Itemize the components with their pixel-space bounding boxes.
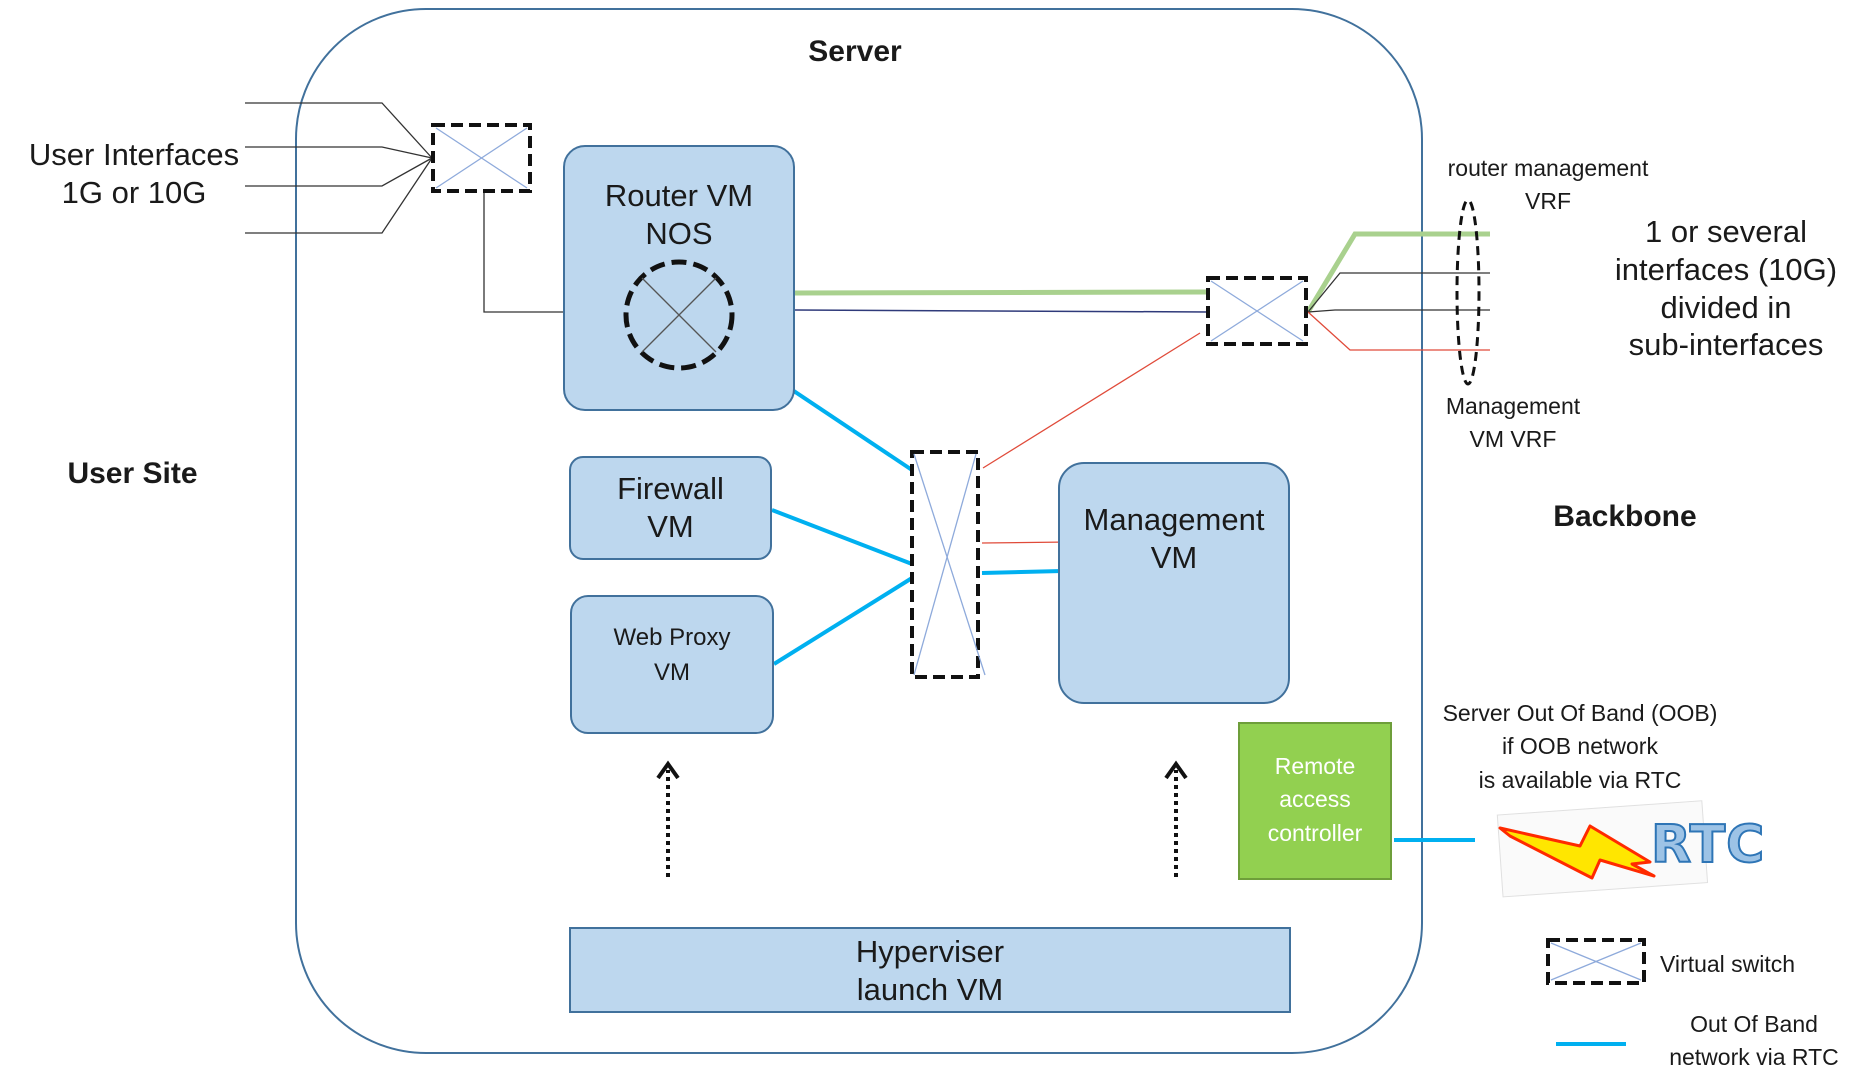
oob-line3: is available via RTC — [1478, 766, 1682, 793]
oob-line2: if OOB network — [1502, 733, 1658, 760]
management-vm-sublabel: VM — [1150, 539, 1198, 575]
backbone-interfaces-label: 1 or several interfaces (10G) divided in… — [1600, 213, 1852, 364]
hypervisor-arrows — [656, 760, 1188, 877]
backbone-virtual-switch — [1206, 276, 1308, 346]
backbone-interfaces-line1: 1 or several — [1645, 214, 1807, 249]
backbone-interfaces-line4: sub-interfaces — [1628, 327, 1824, 363]
web-proxy-vm-box[interactable]: Web Proxy VM — [570, 595, 774, 734]
user-interfaces-label: User Interfaces 1G or 10G — [14, 136, 254, 212]
router-nos-label: NOS — [645, 215, 713, 251]
backbone-interfaces-line3: divided in — [1660, 289, 1792, 325]
router-vm-label: Router VM — [604, 178, 754, 213]
router-mgmt-vrf-line2: VRF — [1525, 188, 1571, 215]
oob-line1: Server Out Of Band (OOB) — [1442, 700, 1718, 726]
firewall-vm-box[interactable]: Firewall VM — [569, 456, 772, 560]
firewall-vm-label: Firewall — [617, 471, 724, 506]
mgmt-vm-link — [981, 541, 1071, 544]
hypervisor-sublabel: launch VM — [856, 971, 1004, 1007]
server-label: Server — [808, 35, 902, 68]
interface-bundle-ellipse — [1455, 198, 1481, 386]
hypervisor-box[interactable]: Hyperviser launch VM — [569, 927, 1291, 1013]
router-vm-box[interactable]: Router VM NOS — [563, 145, 795, 411]
user-virtual-switch — [431, 123, 532, 193]
rac-label-2: access — [1279, 786, 1351, 813]
legend-oob-label: Out Of Band network via RTC — [1654, 1008, 1854, 1075]
router-mgmt-vrf-label: router management VRF — [1418, 152, 1678, 219]
management-vm-label: Management — [1083, 502, 1265, 537]
hypervisor-label: Hyperviser — [855, 934, 1005, 969]
legend-switch-icon — [1546, 938, 1646, 985]
rtc-logo: RTC — [1650, 814, 1766, 876]
remote-access-controller-box[interactable]: Remote access controller — [1238, 722, 1392, 880]
mgmt-vrf-link — [982, 332, 1201, 469]
router-backbone-link — [794, 309, 1209, 313]
user-interfaces-line1: User Interfaces — [28, 137, 240, 172]
firewall-vm-sublabel: VM — [647, 508, 694, 544]
legend-oob-line2: network via RTC — [1669, 1044, 1839, 1071]
web-proxy-vm-label: Web Proxy — [613, 624, 731, 651]
user-interface-lines — [245, 102, 570, 313]
rac-label-1: Remote — [1274, 753, 1356, 779]
user-interfaces-line2: 1G or 10G — [61, 174, 207, 210]
web-proxy-vm-sublabel: VM — [654, 658, 690, 686]
backbone-interface-lines — [1305, 231, 1490, 351]
central-virtual-switch — [910, 450, 986, 679]
mgmt-vm-vrf-label: Management VM VRF — [1408, 390, 1618, 457]
legend-virtual-switch-label: Virtual switch — [1660, 951, 1796, 977]
mgmt-vm-vrf-line2: VM VRF — [1469, 426, 1557, 453]
oob-label: Server Out Of Band (OOB) if OOB network … — [1420, 697, 1740, 797]
rac-label-3: controller — [1267, 819, 1363, 846]
lightning-icon — [1496, 800, 1709, 898]
backbone-interfaces-line2: interfaces (10G) — [1614, 251, 1838, 287]
server-boundary — [295, 8, 1423, 1054]
legend-oob-line1: Out Of Band — [1690, 1011, 1818, 1037]
backbone-label: Backbone — [1553, 500, 1697, 533]
router-vrf-link — [794, 289, 1209, 296]
mgmt-vm-vrf-line1: Management — [1445, 393, 1581, 419]
router-icon — [623, 259, 735, 371]
router-mgmt-vrf-line1: router management — [1447, 155, 1649, 181]
management-vm-box[interactable]: Management VM — [1058, 462, 1290, 704]
user-site-label: User Site — [67, 457, 198, 490]
